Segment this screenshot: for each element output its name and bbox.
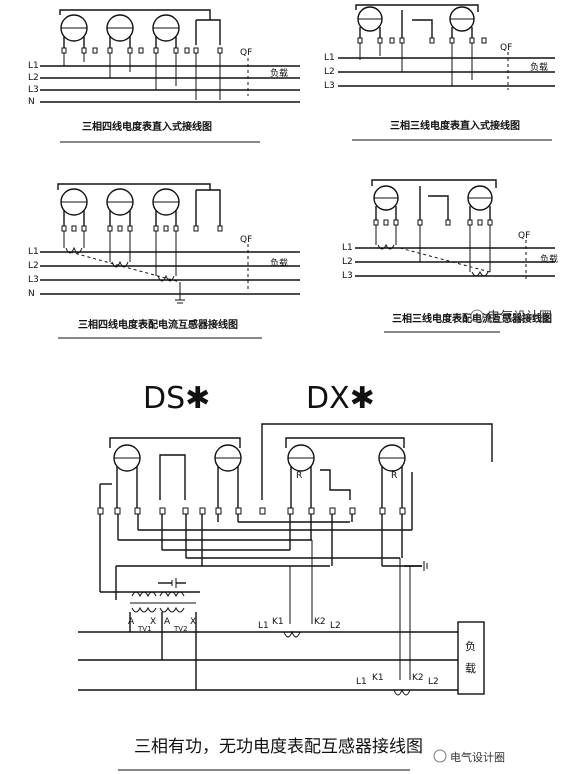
load-label: 负载 — [270, 67, 288, 79]
line-label-l1: L1 — [342, 243, 353, 253]
line-label-l3: L3 — [28, 85, 39, 95]
terminal-block — [373, 219, 493, 226]
diagram-3wire-direct: QF 负载 L1 L2 L3 三相三线电度表直入式接线图 — [324, 4, 555, 141]
line-label-l2: L2 — [342, 257, 353, 267]
ct-lower: L1 K1 K2 L2 — [356, 558, 439, 696]
svg-text:L2: L2 — [330, 621, 341, 631]
line-label-n: N — [28, 289, 35, 299]
pt-label-a1: A — [128, 617, 135, 627]
load-label: 负载 — [530, 61, 548, 73]
breaker-label: QF — [240, 235, 252, 245]
breaker-label: QF — [500, 43, 512, 53]
terminal-block — [61, 47, 223, 54]
meter-type-reactive: DX✱ — [306, 381, 375, 416]
svg-text:K1: K1 — [272, 617, 284, 627]
svg-text:R: R — [391, 471, 397, 481]
svg-text:载: 载 — [465, 662, 476, 675]
meter-2 — [106, 188, 134, 216]
breaker-label: QF — [240, 48, 252, 58]
ct-coil-2 — [471, 270, 489, 277]
load-label: 负载 — [270, 257, 288, 269]
pt-label-a2: A — [164, 617, 171, 627]
meter-2 — [106, 14, 134, 42]
meter-reactive-2: R — [378, 444, 406, 481]
svg-text:负: 负 — [465, 639, 476, 653]
line-label-l1: L1 — [28, 247, 39, 257]
terminal-block — [97, 507, 406, 515]
line-label-l3: L3 — [28, 275, 39, 285]
svg-text:K2: K2 — [314, 617, 326, 627]
terminal-block — [61, 225, 223, 232]
meter-reactive-1: R — [287, 444, 315, 481]
meter-active-1 — [113, 444, 141, 472]
pt-label-x2: X — [190, 617, 196, 627]
svg-text:K1: K1 — [372, 673, 384, 683]
meter-2 — [449, 6, 475, 32]
line-label-l2: L2 — [324, 67, 335, 77]
line-label-l1: L1 — [324, 53, 335, 63]
svg-text:电气设计圈: 电气设计圈 — [450, 750, 505, 764]
diagram-caption: 三相有功，无功电度表配互感器接线图 — [134, 737, 423, 757]
svg-text:L1: L1 — [356, 677, 367, 687]
meter-3 — [152, 14, 180, 42]
line-label-l1: L1 — [28, 61, 39, 71]
terminal-block — [357, 37, 487, 44]
diagram-3wire-ct: QF 负载 L1 L2 L3 三相三线电度表配电流互感器接线图 电气设计圈 — [342, 179, 558, 333]
diagram-4wire-direct: QF 负载 L1 L2 L3 N 三相四线电度表直入式接线图 — [28, 9, 300, 143]
pt-label-x1: X — [150, 617, 156, 627]
line-label-l3: L3 — [324, 81, 335, 91]
svg-text:R: R — [296, 471, 302, 481]
watermark: 电气设计圈 — [470, 309, 552, 325]
tv1-label: TV1 — [137, 625, 152, 633]
voltage-transformers: A X A X TV1 TV2 — [100, 578, 200, 690]
svg-text:电气设计圈: 电气设计圈 — [487, 309, 552, 325]
meter-2 — [467, 185, 493, 211]
meter-active-2 — [214, 444, 242, 472]
line-label-l3: L3 — [342, 271, 353, 281]
watermark: 电气设计圈 — [433, 749, 505, 764]
meter-1 — [373, 185, 399, 211]
svg-text:L2: L2 — [428, 677, 439, 687]
diagram-active-reactive: DS✱ DX✱ R R — [78, 381, 505, 771]
tv2-label: TV2 — [173, 625, 188, 633]
ct-upper: L1 K1 K2 L2 — [258, 540, 341, 638]
diagram-4wire-ct: QF 负载 L1 L2 L3 N 三相四线电度表配电流互感器接线图 — [28, 183, 300, 339]
load-box: 负 载 — [457, 621, 485, 695]
line-label-l2: L2 — [28, 73, 39, 83]
meter-type-active: DS✱ — [143, 381, 210, 416]
diagram-caption: 三相三线电度表直入式接线图 — [390, 119, 520, 132]
meter-1 — [60, 188, 88, 216]
svg-text:L1: L1 — [258, 621, 269, 631]
diagram-caption: 三相四线电度表配电流互感器接线图 — [78, 318, 238, 331]
line-label-n: N — [28, 97, 35, 107]
meter-1 — [60, 14, 88, 42]
meter-3 — [152, 188, 180, 216]
svg-text:K2: K2 — [412, 673, 424, 683]
load-label: 负载 — [540, 253, 558, 265]
line-label-l2: L2 — [28, 261, 39, 271]
meter-1 — [357, 6, 383, 32]
breaker-label: QF — [518, 231, 530, 241]
diagram-caption: 三相四线电度表直入式接线图 — [82, 120, 212, 133]
